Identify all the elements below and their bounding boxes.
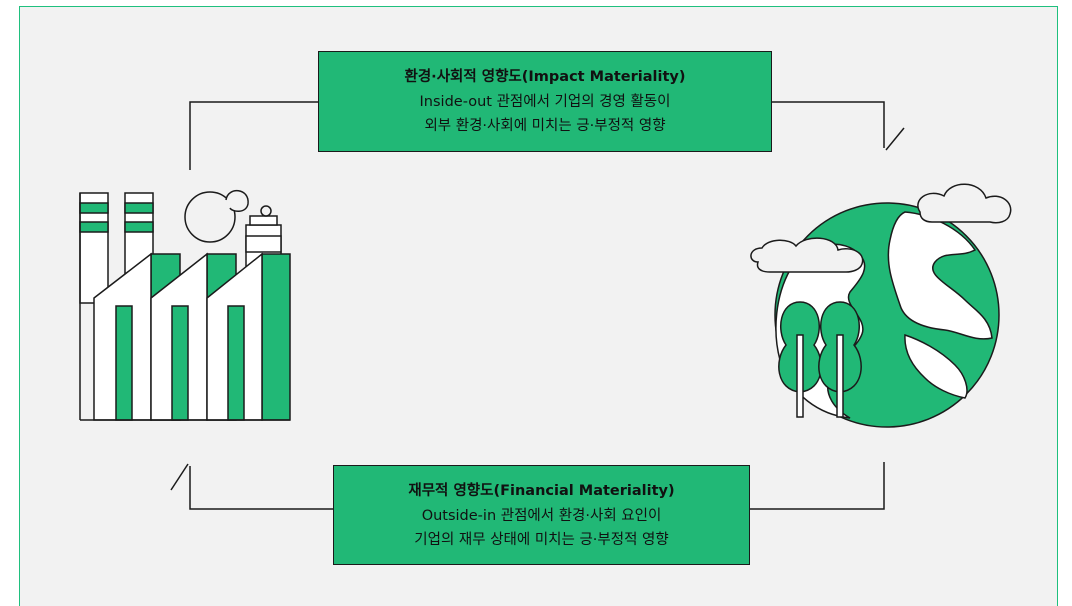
top-arrow-head	[885, 127, 905, 151]
financial-line-2: 기업의 재무 상태에 미치는 긍·부정적 영향	[414, 531, 669, 548]
factory-icon	[79, 190, 291, 421]
impact-materiality-box: 환경·사회적 영향도(Impact Materiality) Inside-ou…	[318, 51, 772, 152]
bottom-arrow-head	[170, 463, 189, 491]
impact-line-1: Inside-out 관점에서 기업의 경영 활동이	[419, 94, 671, 110]
top-arrow	[189, 101, 905, 170]
impact-line-2: 외부 환경·사회에 미치는 긍·부정적 영향	[424, 118, 666, 134]
bottom-arrow	[170, 462, 885, 510]
impact-title: 환경·사회적 영향도(Impact Materiality)	[404, 69, 686, 85]
tree-icon	[778, 301, 862, 418]
financial-line-1: Outside-in 관점에서 환경·사회 요인이	[421, 507, 662, 524]
financial-materiality-box: 재무적 영향도(Financial Materiality) Outside-i…	[333, 465, 750, 565]
financial-title: 재무적 영향도(Financial Materiality)	[408, 482, 675, 499]
cloud-icon	[750, 183, 1012, 273]
